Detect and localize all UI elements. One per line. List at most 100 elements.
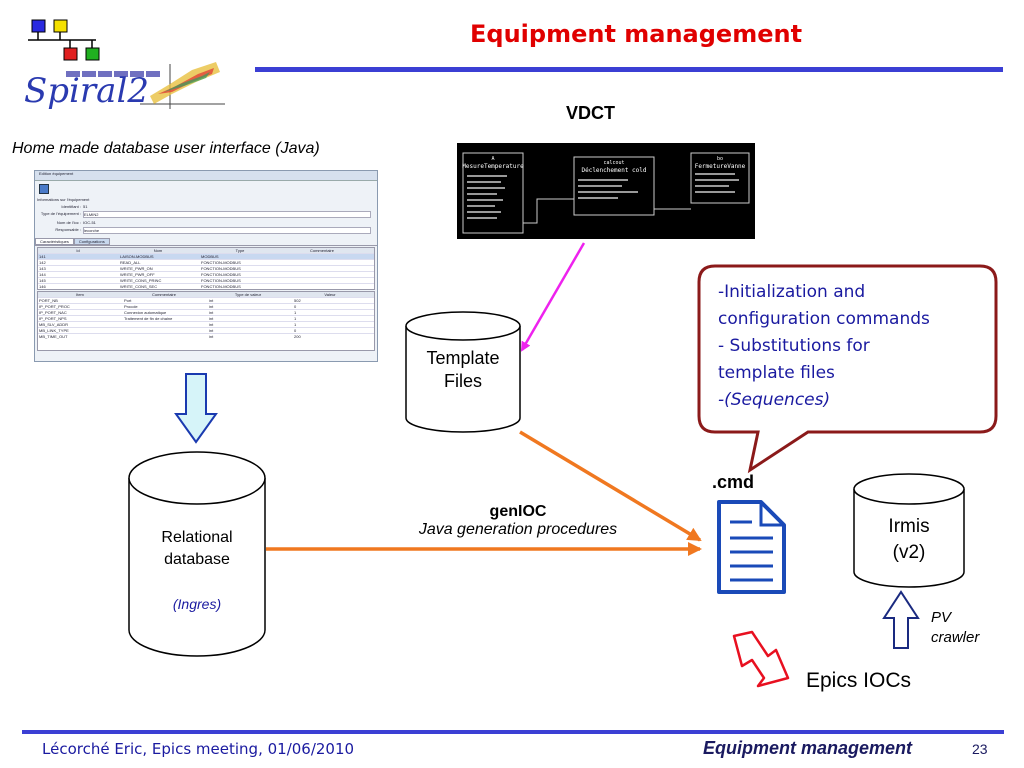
irmis-line1: Irmis xyxy=(888,516,930,537)
window-titlebar: Edition équipement xyxy=(35,171,377,181)
callout-text: -Initialization and configuration comman… xyxy=(718,279,988,414)
table-row[interactable]: 141 LAISON-MODBUS MODBUS xyxy=(38,253,374,259)
table-cell: 502 xyxy=(294,298,301,303)
table-cell: 0 xyxy=(294,328,297,333)
field-label: Type de l'équipement : xyxy=(40,211,81,216)
table-cell: WRITE_CONS_SEC xyxy=(120,284,158,289)
database-engine-label: (Ingres) xyxy=(172,596,222,612)
table-cell: int xyxy=(209,328,214,333)
pv-crawler-line2: crawler xyxy=(931,629,980,646)
cmd-label: .cmd xyxy=(712,472,755,492)
column-header: Id xyxy=(76,248,80,253)
table-cell: int xyxy=(209,316,214,321)
table-cell: 141 xyxy=(39,254,46,259)
template-to-cmd-arrow xyxy=(519,430,702,542)
cmd-document-icon xyxy=(717,500,786,594)
spiral2-logo: Spiral2 xyxy=(24,19,225,111)
vdct-record1-name: MesureTemperature xyxy=(462,163,524,170)
table-cell: WRITE_PWR_OFF xyxy=(120,272,155,277)
table-1-header: Id Nom Type Commentaire xyxy=(38,248,374,253)
table-cell: MODBUS xyxy=(201,254,219,259)
table-cell: READ_ALL xyxy=(120,260,141,265)
column-header: Commentaire xyxy=(151,292,176,297)
table-cell: 142 xyxy=(39,260,46,265)
table-cell: int xyxy=(209,304,214,309)
genioc-title: genIOC xyxy=(489,503,547,520)
column-header: Type de valeur xyxy=(234,292,262,297)
vdct-screenshot: A MesureTemperature calcout Déclenchemen… xyxy=(457,143,755,239)
table-1-body: 141 LAISON-MODBUS MODBUS 142 READ_ALL FONCTIO… xyxy=(38,253,374,289)
table-cell: LAISON-MODBUS xyxy=(120,254,154,259)
table-cell: int xyxy=(209,310,214,315)
field-value: IOC-51 xyxy=(83,220,96,225)
tab-caracteristiques[interactable]: Caractéristiques xyxy=(35,238,74,245)
table-cell: 1 xyxy=(294,310,297,315)
table-cell: IP_PORT_NPS xyxy=(39,316,67,321)
table-row[interactable]: 145 WRITE_CONS_PRINC FONCTION-MODBUS xyxy=(38,277,374,283)
logo-text: Spiral2 xyxy=(24,71,149,111)
relational-database-cylinder xyxy=(128,451,266,657)
epics-ioc-arrow xyxy=(732,630,790,688)
field-label: Identifiant : xyxy=(61,204,81,209)
field-responsable[interactable]: Responsable : lecorche xyxy=(35,227,377,234)
tab-bar: Caractéristiques Configurations xyxy=(35,238,377,246)
table-2: Item Commentaire Type de valeur Valeur P… xyxy=(37,291,375,351)
table-cell: 0 xyxy=(294,304,297,309)
type-select[interactable]: ELMIN2 xyxy=(83,211,371,218)
tab-configurations[interactable]: Configurations xyxy=(73,238,110,245)
responsable-select[interactable]: lecorche xyxy=(83,227,371,234)
callout-line: configuration commands xyxy=(718,309,930,329)
column-header: Item xyxy=(76,292,84,297)
table-cell: FONCTION-MODBUS xyxy=(201,260,241,265)
table-cell: 1 xyxy=(294,322,297,327)
template-files-cylinder xyxy=(405,311,521,433)
table-cell: Connexion automatique xyxy=(124,310,167,315)
pv-crawler-arrow xyxy=(882,590,920,649)
vdct-record2-name: Déclenchement cold xyxy=(581,167,646,174)
field-type[interactable]: Type de l'équipement : ELMIN2 xyxy=(35,211,377,218)
vdct-record3-name: FermetureVanne xyxy=(695,163,746,170)
table-cell: FONCTION-MODBUS xyxy=(201,278,241,283)
title-underline xyxy=(255,67,1003,72)
vdct-record1-type: A xyxy=(491,156,494,162)
window-title: Edition équipement xyxy=(39,171,74,176)
table-cell: 200 xyxy=(294,334,301,339)
table-cell: WRITE_CONS_PRINC xyxy=(120,278,162,283)
genioc-subtitle: Java generation procedures xyxy=(418,521,618,538)
pv-crawler-label: PV crawler xyxy=(931,608,979,648)
ui-caption: Home made database user interface (Java) xyxy=(12,140,320,157)
field-value: 51 xyxy=(83,204,88,209)
field-ioc-name: Nom de l'ioc : IOC-51 xyxy=(35,220,377,225)
table-row[interactable]: 142 READ_ALL FONCTION-MODBUS xyxy=(38,259,374,265)
column-header: Nom xyxy=(153,248,163,253)
table-cell: 144 xyxy=(39,272,46,277)
irmis-label: Irmis (v2) xyxy=(854,514,964,566)
ui-to-db-arrow xyxy=(174,373,218,444)
slide-title: Equipment management xyxy=(470,20,803,48)
save-icon[interactable] xyxy=(39,184,49,194)
column-header: Type xyxy=(235,248,245,253)
table-cell: WRITE_PWR_ON xyxy=(120,266,153,271)
callout-line: -(Sequences) xyxy=(718,390,831,410)
vdct-record3-type: bo xyxy=(717,156,723,162)
table-cell: 143 xyxy=(39,266,46,271)
table-cell: 145 xyxy=(39,278,46,283)
table-cell: PORT_NB xyxy=(39,298,58,303)
table-cell: MB_TIME_OUT xyxy=(39,334,68,339)
table-cell: Procole xyxy=(124,304,138,309)
footer-rule xyxy=(22,730,1004,734)
section-title: Informations sur l'équipement xyxy=(37,197,90,202)
field-label: Nom de l'ioc : xyxy=(56,220,81,225)
